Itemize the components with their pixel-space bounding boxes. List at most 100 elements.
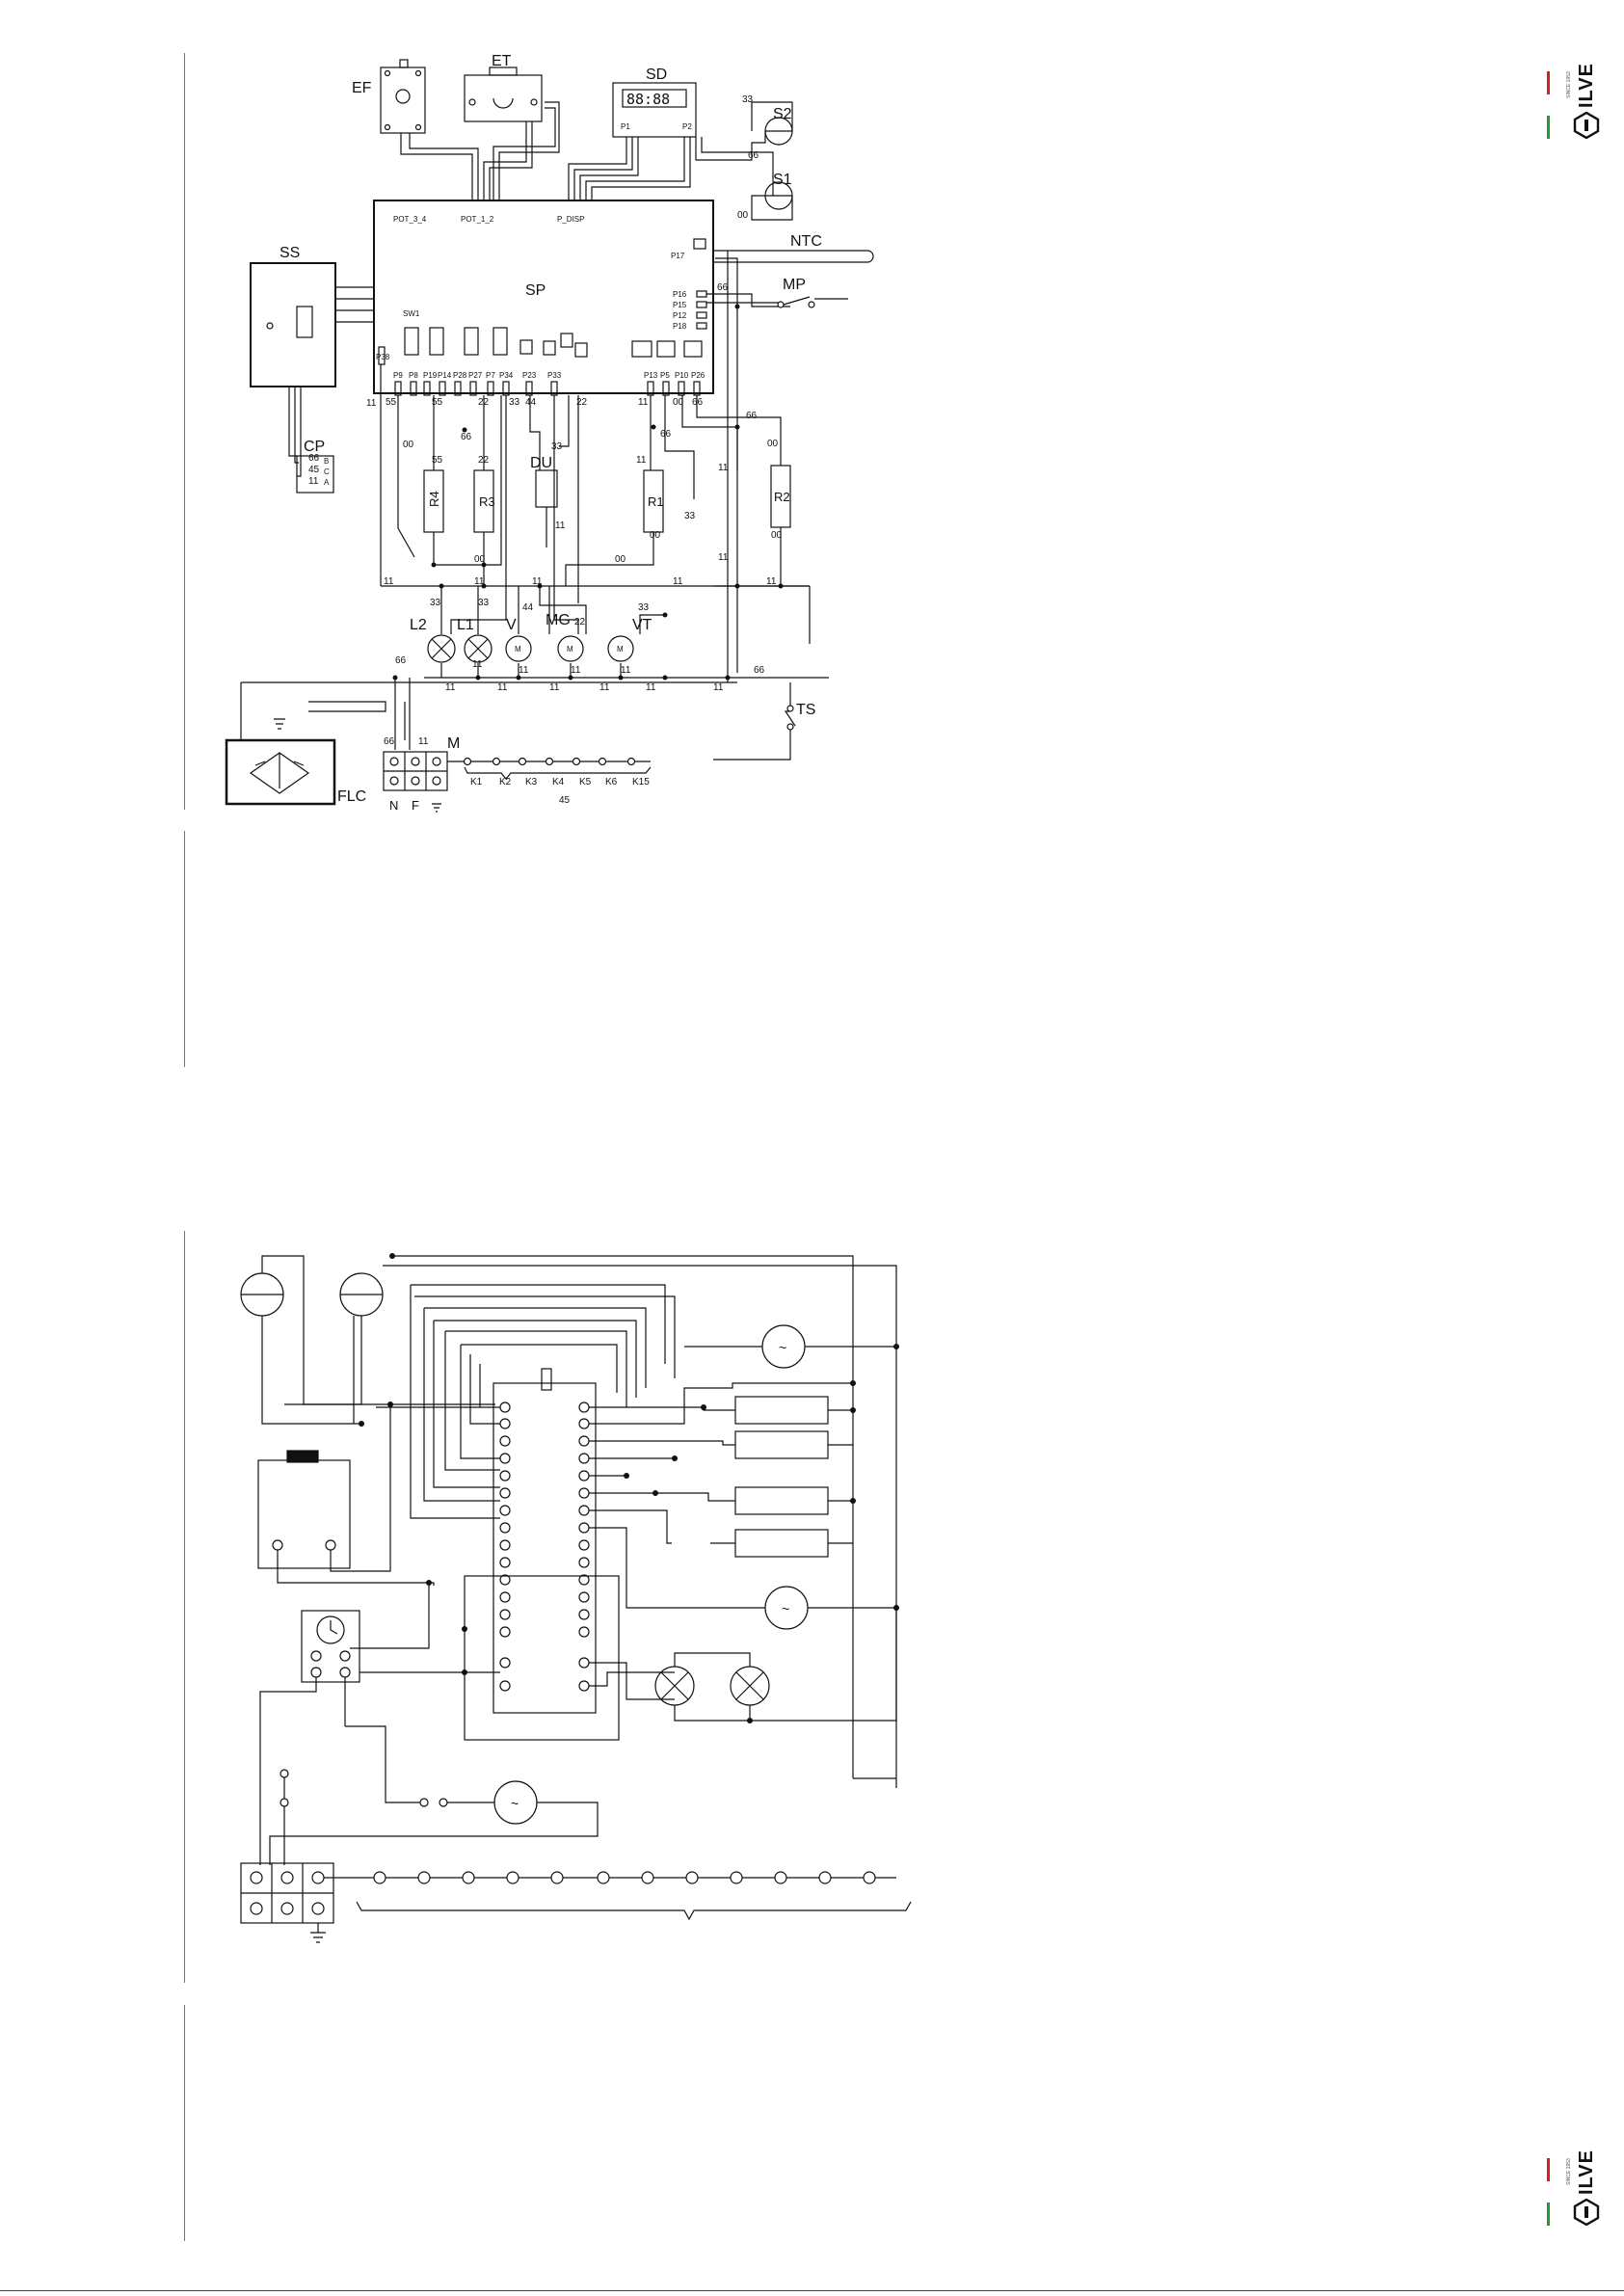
- vt-motor: [607, 635, 634, 662]
- wire-label: 44: [522, 602, 534, 613]
- motor-symbol: M: [515, 645, 521, 654]
- pin-label: P28: [453, 371, 467, 380]
- wire-label: 33: [430, 598, 441, 608]
- wire-label: 00: [673, 397, 684, 408]
- wire-label: 66: [395, 655, 407, 666]
- pin-label: P26: [691, 371, 706, 380]
- wire-label: 55: [386, 397, 397, 408]
- wire-label: 33: [638, 602, 650, 613]
- wire-label: 11: [474, 576, 485, 587]
- heater-element-2: [734, 1430, 829, 1459]
- wire-label: 11: [445, 682, 456, 693]
- timer-module: [301, 1610, 360, 1683]
- wire-label: 11: [384, 576, 394, 587]
- sd-readout: 88:88: [626, 91, 670, 108]
- v-motor: [505, 635, 532, 662]
- wire-label: 11: [519, 665, 529, 676]
- sd-display-box: [612, 82, 697, 138]
- label-flc: FLC: [337, 788, 366, 805]
- label-cp: CP: [304, 439, 325, 455]
- wire-label: 22: [478, 397, 490, 408]
- key-label: K4: [552, 777, 565, 788]
- wire-label: 66: [692, 397, 704, 408]
- key-label: K2: [499, 777, 512, 788]
- left-margin-rule-4: [184, 2005, 185, 2241]
- ef-thermostat-box: [380, 59, 426, 134]
- ac-symbol: ~: [779, 1340, 786, 1355]
- label-sp: SP: [525, 282, 546, 299]
- brand-green-bar: [1547, 2203, 1550, 2226]
- wire-label: 11: [571, 665, 581, 676]
- label-r3: R3: [479, 494, 495, 509]
- terminal-block: [383, 751, 448, 813]
- clock-icon: [316, 1615, 345, 1644]
- wire-label: 00: [403, 440, 414, 450]
- ac-symbol: ~: [782, 1601, 789, 1616]
- wire-label: 11: [549, 682, 560, 693]
- label-mp: MP: [783, 277, 806, 293]
- wire-label: 00: [771, 530, 783, 541]
- wire-label: 22: [576, 397, 588, 408]
- wire-label: 55: [432, 455, 443, 466]
- bottom-junction-dots: [359, 1253, 899, 1723]
- wire-label: 66: [660, 429, 672, 440]
- wire-label: 66: [748, 150, 759, 161]
- wiring-diagram-bottom: ~ ~ ~: [240, 1253, 912, 1943]
- wire-label: 11: [646, 682, 656, 693]
- pin-label: P27: [468, 371, 483, 380]
- label-r4: R4: [427, 491, 441, 507]
- wire-label: 11: [718, 463, 729, 473]
- wire-label: 11: [497, 682, 508, 693]
- connector-p1: P1: [621, 122, 630, 131]
- sp-main-board: [373, 200, 714, 394]
- mg-motor: [557, 635, 584, 662]
- label-l1: L1: [457, 617, 474, 633]
- connector-p16: P16: [673, 290, 687, 299]
- brand-red-bar: [1547, 2158, 1550, 2181]
- key-label: K1: [470, 777, 483, 788]
- flc-filter: [225, 718, 336, 806]
- wire-label: 66: [717, 282, 729, 293]
- connector-p17: P17: [671, 252, 685, 260]
- label-s1: S1: [773, 172, 792, 188]
- brand-hexagon-icon: [1573, 112, 1600, 139]
- wire-label: 22: [574, 617, 586, 627]
- brand-tagline: SINCE 1953: [1566, 2158, 1572, 2185]
- wire-label: 00: [737, 210, 749, 221]
- ac-symbol: ~: [511, 1796, 519, 1811]
- connector-p18: P18: [673, 322, 687, 331]
- ntc-probe: [713, 250, 874, 263]
- label-r1: R1: [648, 494, 664, 509]
- label-ts: TS: [796, 702, 815, 718]
- wire-label: 11: [599, 682, 610, 693]
- label-du: DU: [530, 455, 552, 471]
- pin-label: P10: [675, 371, 689, 380]
- ts-thermostat: [786, 705, 794, 731]
- chip-jumper: [541, 1368, 552, 1391]
- pin-label: P5: [660, 371, 670, 380]
- heater-element-4: [734, 1529, 829, 1558]
- ss-switch-box: [250, 262, 336, 387]
- brand-green-bar: [1547, 116, 1550, 139]
- label-ef: EF: [352, 80, 372, 96]
- label-sd: SD: [646, 67, 667, 83]
- brand-red-bar: [1547, 71, 1550, 94]
- brand-wordmark: ILVE: [1576, 2149, 1597, 2195]
- cp-pin-label: C: [324, 467, 330, 476]
- wire-label: 11: [673, 576, 683, 587]
- wire-label: 11: [366, 398, 377, 409]
- connector-pot12: POT_1_2: [461, 215, 494, 224]
- central-controller: [493, 1382, 597, 1714]
- wire-label: 11: [713, 682, 724, 693]
- l1-lamp: [464, 634, 493, 663]
- connector-p12: P12: [673, 311, 687, 320]
- wire-label: 00: [615, 554, 626, 565]
- key-label: K3: [525, 777, 538, 788]
- cp-connector-box: [296, 455, 334, 494]
- terminal-n-label: N: [389, 798, 398, 813]
- wire-label: 11: [766, 576, 777, 587]
- brand-logo-bottom: SINCE 1953 ILVE: [1547, 2145, 1605, 2241]
- wire-label: 11: [472, 659, 483, 670]
- motor-symbol: M: [567, 645, 573, 654]
- label-m: M: [447, 735, 460, 752]
